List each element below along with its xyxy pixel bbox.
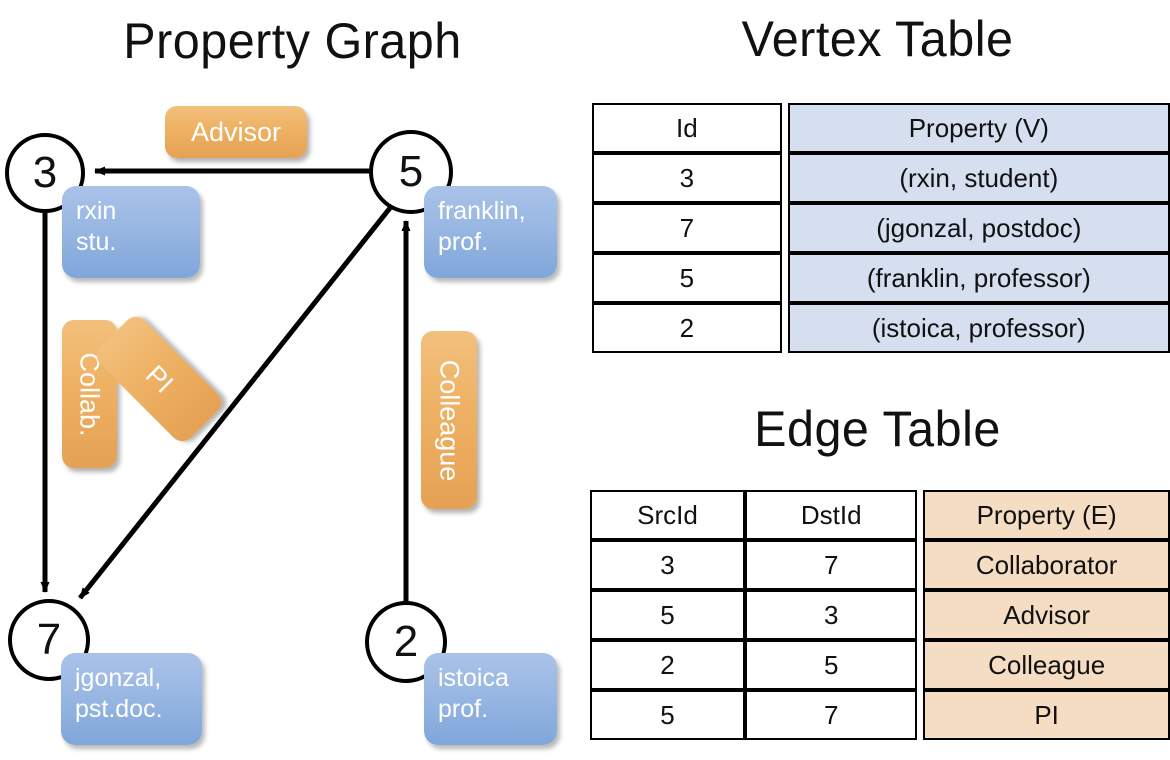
edge-label-advisor-text: Advisor [190, 116, 282, 147]
edge-row-1-property: Advisor [923, 590, 1170, 640]
edge-row-3-dst: 7 [745, 690, 918, 740]
vertex-row-2-property: (franklin, professor) [787, 253, 1170, 303]
edge-row-2-property: Colleague [923, 640, 1170, 690]
edge-row-0-src: 3 [590, 540, 746, 590]
vertex-property-istoica-line2: prof. [438, 694, 489, 723]
graph-edges-svg [40, 166, 411, 601]
table-row[interactable]: 5 3 Advisor [590, 590, 1170, 640]
edge-5-to-7-pi [78, 206, 392, 600]
page-title-property-graph: Property Graph [123, 13, 462, 69]
table-header-row: Id Property (V) [592, 103, 1170, 153]
table-row[interactable]: 2 5 Colleague [590, 640, 1170, 690]
vertex-property-box-istoica: istoica prof. [424, 653, 557, 745]
graph-vertex-2[interactable]: 2 [365, 601, 447, 683]
table-header-row: SrcId DstId Property (E) [590, 490, 1170, 540]
vertex-row-0-property: (rxin, student) [787, 153, 1170, 203]
table-row[interactable]: 7 (jgonzal, postdoc) [592, 203, 1170, 253]
edge-row-3-src: 5 [590, 690, 746, 740]
vertex-property-rxin-line2: stu. [76, 227, 117, 256]
vertex-row-1-id: 7 [592, 203, 782, 253]
edge-row-0-dst: 7 [745, 540, 918, 590]
vertex-property-franklin-line1: franklin, [438, 197, 526, 225]
table-row[interactable]: 5 (franklin, professor) [592, 253, 1170, 303]
vertex-row-0-id: 3 [592, 153, 782, 203]
edge-table-header-dstid: DstId [745, 490, 918, 540]
edge-row-1-dst: 3 [745, 590, 918, 640]
edge-row-0-property: Collaborator [923, 540, 1170, 590]
vertex-property-box-rxin: rxin stu. [62, 186, 200, 278]
vertex-property-rxin-line1: rxin [76, 197, 117, 225]
vertex-property-jgonzal-line1: jgonzal, [75, 664, 162, 692]
edge-label-advisor: Advisor [165, 106, 307, 158]
table-row[interactable]: 3 7 Collaborator [590, 540, 1170, 590]
edge-table: SrcId DstId Property (E) 3 7 Collaborato… [590, 490, 1170, 740]
vertex-table: Id Property (V) 3 (rxin, student) 7 (jgo… [592, 103, 1170, 353]
graph-vertex-2-id: 2 [393, 617, 419, 666]
edge-table-header-srcid: SrcId [590, 490, 746, 540]
graph-vertex-5[interactable]: 5 [369, 130, 453, 214]
vertex-property-istoica-line1: istoica [438, 664, 509, 692]
vertex-row-3-id: 2 [592, 303, 782, 353]
graph-vertex-5-id: 5 [398, 147, 424, 196]
graph-vertex-3-id: 3 [32, 148, 58, 197]
table-row[interactable]: 3 (rxin, student) [592, 153, 1170, 203]
edge-label-colleague-text: Colleague [434, 359, 465, 481]
vertex-row-2-id: 5 [592, 253, 782, 303]
page-title-edge-table: Edge Table [754, 401, 1001, 457]
edge-label-colleague: Colleague [421, 331, 477, 509]
edge-row-1-src: 5 [590, 590, 746, 640]
vertex-property-box-jgonzal: jgonzal, pst.doc. [61, 653, 202, 745]
page-title-vertex-table: Vertex Table [741, 11, 1014, 67]
edge-row-2-dst: 5 [745, 640, 918, 690]
vertex-property-box-franklin: franklin, prof. [424, 186, 557, 278]
vertex-property-jgonzal-line2: pst.doc. [75, 694, 163, 723]
property-graph-diagram: 3 5 7 2 rxin stu. franklin, prof. jgonza… [5, 106, 557, 745]
vertex-table-header-property: Property (V) [787, 103, 1170, 153]
edge-table-header-property: Property (E) [923, 490, 1170, 540]
table-row[interactable]: 5 7 PI [590, 690, 1170, 740]
vertex-row-1-property: (jgonzal, postdoc) [787, 203, 1170, 253]
vertex-table-header-id: Id [592, 103, 782, 153]
vertex-row-3-property: (istoica, professor) [787, 303, 1170, 353]
edge-row-3-property: PI [923, 690, 1170, 740]
graph-vertex-7-id: 7 [36, 615, 62, 664]
table-row[interactable]: 2 (istoica, professor) [592, 303, 1170, 353]
edge-row-2-src: 2 [590, 640, 746, 690]
vertex-property-franklin-line2: prof. [438, 227, 489, 256]
edge-label-pi-text: PI [139, 359, 179, 399]
